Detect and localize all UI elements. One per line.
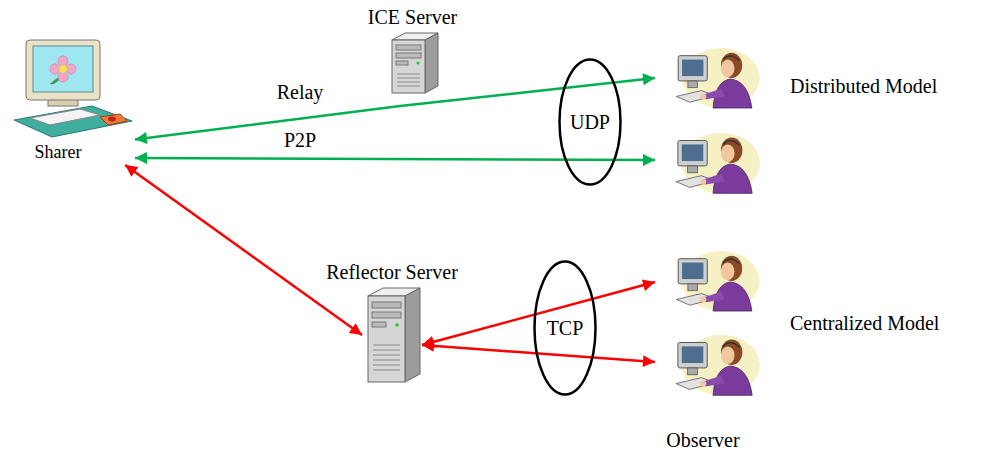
power-light [416, 61, 419, 64]
drive-bay [372, 322, 386, 327]
server-side [405, 288, 420, 382]
node-label: Reflector Server [326, 261, 458, 284]
mouse-pad [100, 114, 127, 125]
caption-label: Observer [663, 429, 742, 452]
drive-bay [396, 53, 421, 58]
desk-mat [14, 106, 132, 137]
connector-arrow [135, 158, 655, 160]
observer-icon [676, 335, 760, 396]
connector-arrow [422, 345, 655, 362]
node-label: UDP [570, 111, 610, 134]
flower [50, 56, 76, 82]
drive-bay [396, 61, 408, 65]
server-side [425, 33, 438, 93]
observer-icon [676, 251, 759, 311]
mouse [108, 117, 116, 122]
node-label: ICE Server [368, 6, 457, 29]
drive-bay [372, 312, 401, 318]
keyboard [30, 109, 100, 125]
drive-bay [372, 302, 401, 308]
observer-icon [676, 48, 759, 108]
connector-arrow [135, 78, 655, 140]
server-front [368, 296, 405, 382]
node-label: Distributed Model [790, 75, 937, 98]
ice-server: ICE Server [385, 33, 440, 93]
edge-label: Relay [274, 81, 327, 104]
protocol-ellipse: UDP [558, 58, 622, 186]
node-label: TCP [547, 317, 584, 340]
observer-group: Centralized Model [655, 248, 980, 400]
reflector-server: Reflector Server [362, 288, 422, 382]
connector-arrow [422, 282, 655, 345]
drive-bay [396, 45, 421, 50]
ellipse-outline [535, 262, 596, 395]
node-label: Sharer [35, 142, 82, 163]
protocol-ellipse: TCP [533, 260, 597, 396]
power-light [395, 323, 399, 327]
observer-group: Distributed Model [655, 45, 980, 200]
flower-center [59, 65, 67, 73]
sharer-computer: Sharer [12, 38, 135, 165]
monitor [26, 40, 100, 100]
screen [33, 46, 93, 92]
ellipse-outline [533, 260, 597, 396]
sharer-computer-icon [14, 40, 132, 137]
server-front [392, 40, 425, 93]
connector-arrow [125, 165, 362, 335]
ellipse-outline [558, 58, 622, 186]
ellipse-outline [559, 60, 620, 185]
node-label: Centralized Model [790, 312, 939, 335]
edge-label: P2P [281, 129, 319, 152]
reflector-server-icon [368, 288, 420, 382]
ice-server-icon [392, 33, 438, 93]
observer-icon [676, 133, 760, 194]
vents [373, 345, 400, 370]
vents [397, 74, 420, 86]
